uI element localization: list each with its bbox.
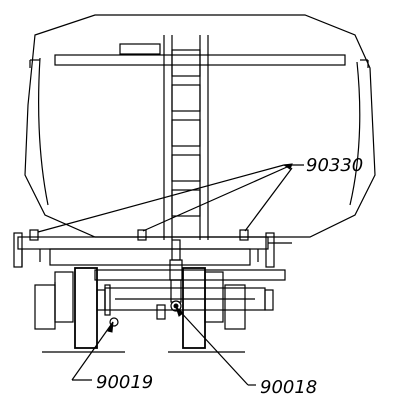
ladder bbox=[163, 35, 209, 240]
bogie-assembly bbox=[34, 267, 286, 353]
callout-90018: 90018 bbox=[260, 377, 317, 398]
leader-lines bbox=[37, 163, 304, 386]
center-pipe-assembly bbox=[169, 239, 183, 312]
callout-90330: 90330 bbox=[306, 155, 363, 176]
callout-90019: 90019 bbox=[96, 372, 153, 393]
end-sill-frame bbox=[13, 229, 292, 268]
